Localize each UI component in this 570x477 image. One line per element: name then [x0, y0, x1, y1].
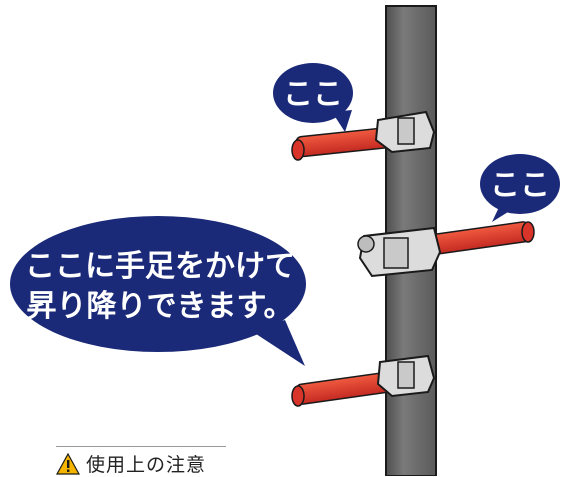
- speech-bubble-main: ここに手足をかけて 昇り降りできます。: [10, 216, 306, 366]
- bubble-main-line1: ここに手足をかけて: [25, 249, 295, 284]
- caution-divider: [56, 446, 226, 447]
- clamp-bottom: [376, 354, 436, 398]
- clamp-middle: [357, 226, 442, 278]
- step-bar-bottom: [291, 371, 397, 407]
- bubble-top-left-text: ここ: [283, 77, 343, 112]
- speech-bubble-top-right: ここ: [480, 154, 560, 222]
- warning-triangle-icon: [56, 452, 80, 475]
- caution-heading: 使用上の注意: [56, 450, 206, 477]
- clamp-top: [374, 110, 436, 154]
- bubble-main-line2: 昇り降りできます。: [27, 289, 294, 324]
- speech-bubble-top-left: ここ: [273, 63, 353, 132]
- step-bar-right: [429, 221, 535, 255]
- caution-label: 使用上の注意: [86, 454, 207, 476]
- bubble-top-right-text: ここ: [490, 168, 550, 203]
